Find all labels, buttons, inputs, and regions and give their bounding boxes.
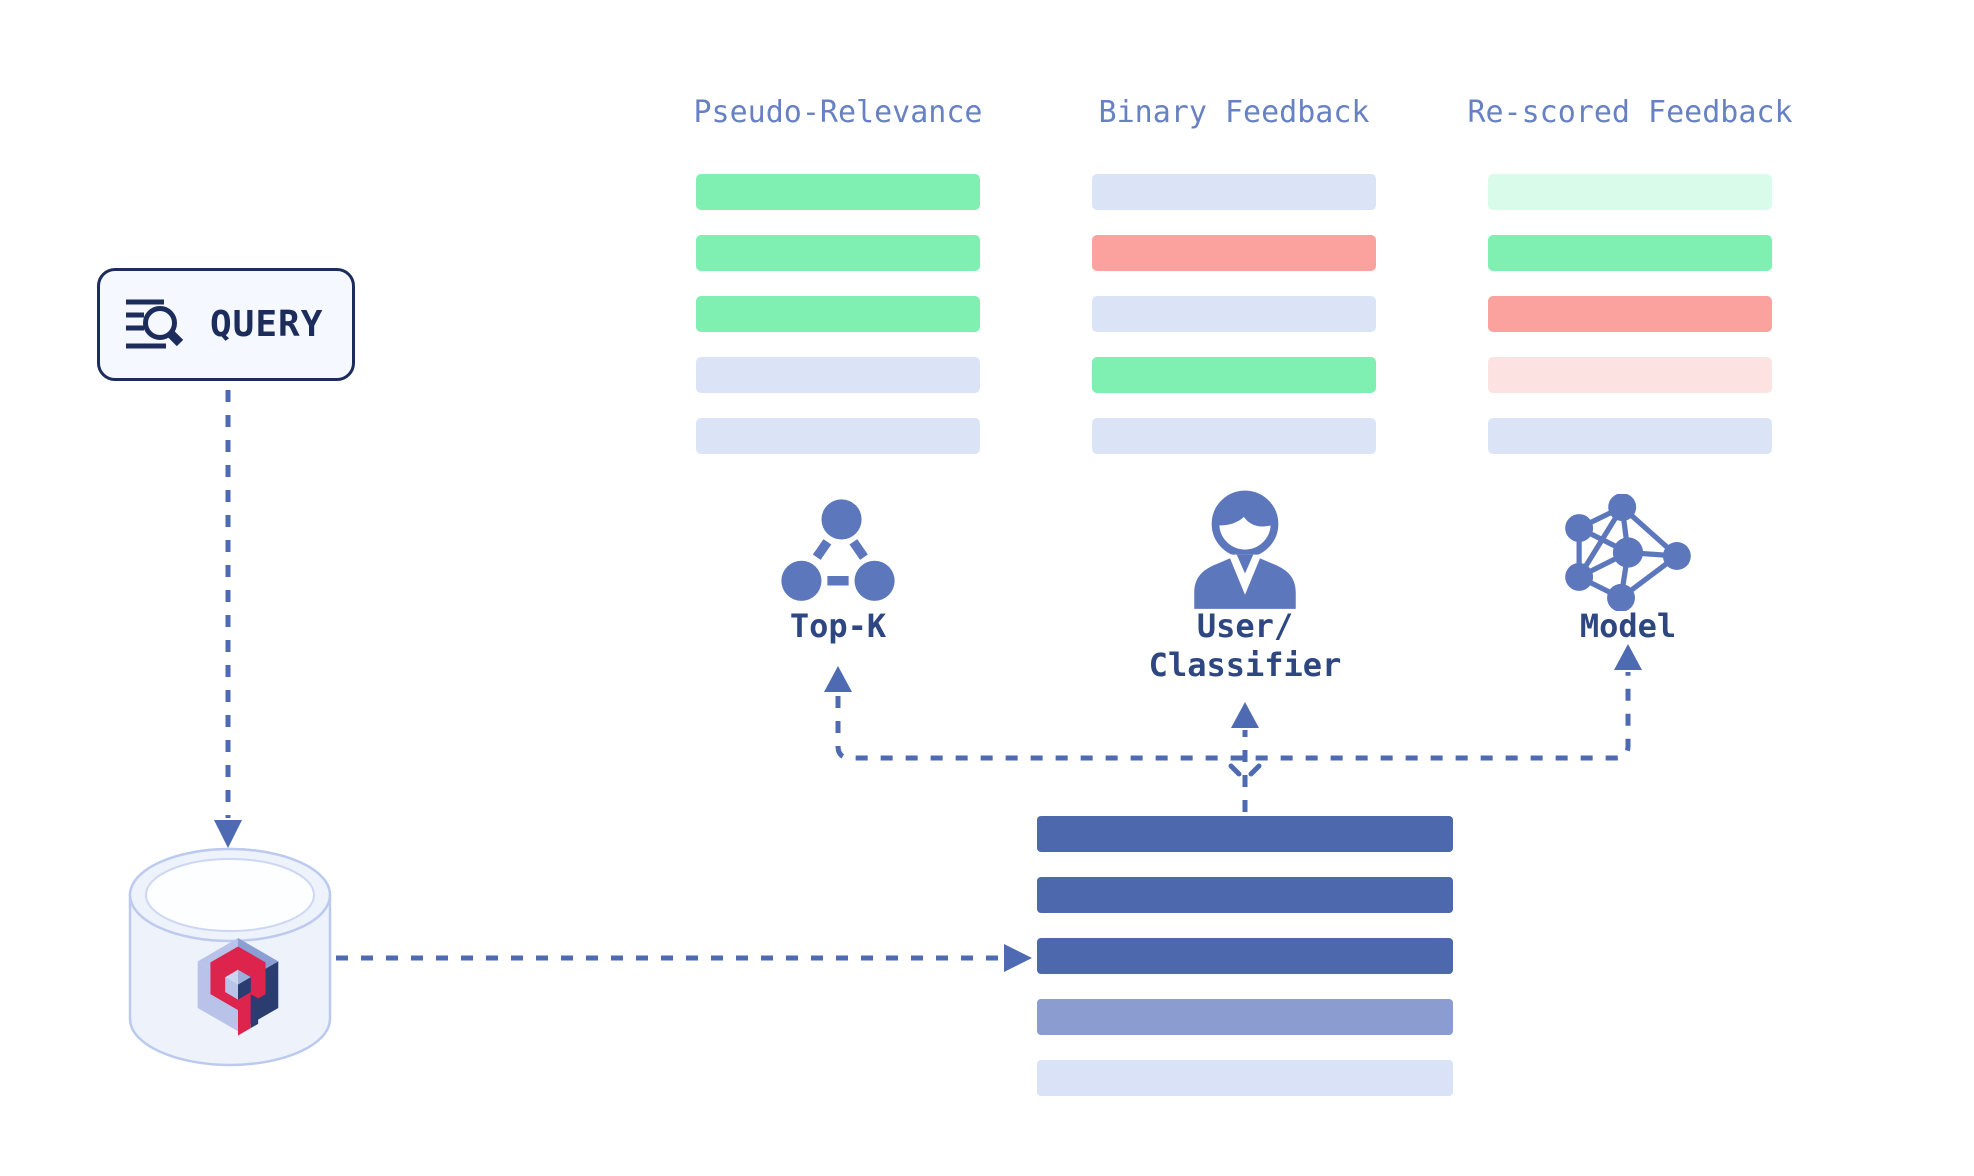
result-bar [696,174,980,210]
arrowhead-right-stack [1004,944,1032,972]
label-line: Model [1579,607,1677,645]
arrowhead-up-model [1614,644,1642,670]
result-bar [1092,418,1376,454]
label-line: Classifier [1148,646,1342,684]
neural-network-icon [1565,494,1691,611]
qdrant-logo [197,938,279,1036]
junction-tick-right [1248,763,1262,777]
selector-label-topk: Top-K [638,607,1038,646]
arrowhead-up-topk [824,666,852,692]
search-lines-icon [126,299,184,348]
result-bar [696,296,980,332]
column-header-pseudo-relevance: Pseudo-Relevance [693,95,983,130]
label-line: Top-K [789,607,887,645]
junction-tick-left [1228,763,1242,777]
result-bar [1092,235,1376,271]
selector-label-user-classifier: User/Classifier [1045,607,1445,685]
column-header-binary-feedback: Binary Feedback [1098,95,1370,130]
retrieved-result-bar [1037,938,1453,974]
retrieved-result-bar [1037,877,1453,913]
query-label: QUERY [210,304,324,345]
retrieved-result-bar [1037,999,1453,1035]
arrowhead-up-classifier [1231,702,1259,728]
result-list-binary-feedback [1092,174,1376,479]
column-header-rescored-feedback: Re-scored Feedback [1467,95,1793,130]
retrieved-results-stack [1037,816,1453,1121]
result-list-rescored-feedback [1488,174,1772,479]
result-bar [1488,296,1772,332]
result-bar [696,235,980,271]
branch-trident-line [835,672,1631,761]
result-bar [1488,174,1772,210]
label-line: User/ [1196,607,1294,645]
result-bar [1488,357,1772,393]
retrieved-result-bar [1037,816,1453,852]
result-bar [696,357,980,393]
selector-label-model: Model [1428,607,1828,646]
result-bar [1488,235,1772,271]
result-bar [1488,418,1772,454]
arrowhead-down-db [214,820,242,848]
graph-cluster-icon [781,499,895,601]
query-box: QUERY [97,268,355,381]
result-bar [1092,357,1376,393]
user-icon [1194,490,1296,609]
result-bar [1092,296,1376,332]
result-bar [1092,174,1376,210]
result-bar [696,418,980,454]
retrieved-result-bar [1037,1060,1453,1096]
result-list-pseudo-relevance [696,174,980,479]
